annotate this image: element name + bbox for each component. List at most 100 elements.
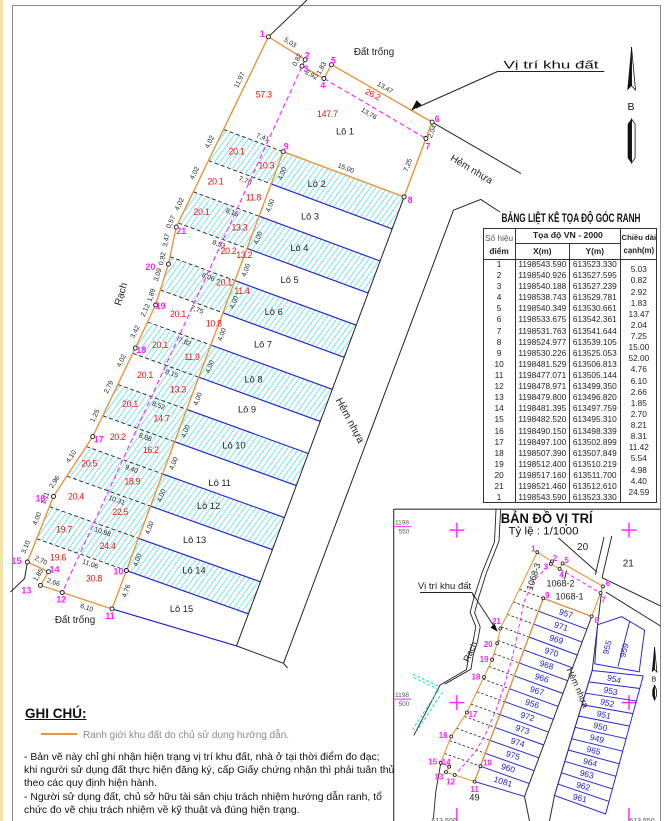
- svg-text:19.6: 19.6: [50, 553, 66, 563]
- svg-text:16: 16: [35, 493, 45, 503]
- svg-text:20.4: 20.4: [68, 492, 84, 502]
- svg-text:4,00: 4,00: [229, 295, 240, 310]
- svg-text:10.3: 10.3: [258, 160, 274, 170]
- svg-text:8: 8: [408, 195, 413, 205]
- svg-text:956: 956: [524, 697, 541, 711]
- svg-text:Lô 6: Lô 6: [265, 307, 283, 317]
- svg-text:20.1: 20.1: [170, 309, 186, 319]
- svg-text:963: 963: [579, 768, 595, 781]
- svg-text:11,06: 11,06: [81, 559, 99, 571]
- svg-text:20: 20: [484, 640, 493, 649]
- svg-text:955: 955: [600, 639, 613, 656]
- svg-text:964: 964: [582, 756, 598, 769]
- svg-text:4,00: 4,00: [156, 488, 167, 503]
- svg-text:4,00: 4,00: [253, 230, 264, 245]
- svg-text:20.1: 20.1: [208, 177, 224, 187]
- svg-text:15: 15: [428, 757, 437, 766]
- svg-text:Lô 11: Lô 11: [208, 478, 231, 488]
- svg-text:20: 20: [577, 542, 589, 553]
- svg-text:Vị trí khu đất: Vị trí khu đất: [418, 581, 472, 592]
- svg-text:Lô 12: Lô 12: [197, 501, 220, 511]
- svg-text:Lô 7: Lô 7: [254, 339, 272, 349]
- svg-text:16.2: 16.2: [143, 445, 159, 455]
- svg-text:3,09: 3,09: [153, 267, 164, 282]
- svg-text:962: 962: [575, 780, 591, 793]
- svg-text:613 550: 613 550: [629, 818, 654, 821]
- svg-text:20.1: 20.1: [194, 207, 210, 217]
- svg-text:20.5: 20.5: [81, 459, 97, 469]
- svg-text:20: 20: [145, 262, 155, 272]
- svg-text:2,66: 2,66: [46, 577, 61, 588]
- svg-text:1198: 1198: [395, 692, 409, 699]
- svg-text:B: B: [652, 677, 657, 684]
- svg-text:1068-3: 1068-3: [525, 562, 543, 592]
- svg-text:960: 960: [500, 761, 517, 775]
- svg-text:Hẻm nhựa: Hẻm nhựa: [448, 153, 495, 187]
- svg-text:21: 21: [176, 226, 186, 236]
- svg-text:147.7: 147.7: [317, 109, 338, 119]
- svg-text:Lô 1: Lô 1: [336, 127, 354, 137]
- svg-text:972: 972: [519, 710, 536, 724]
- svg-text:17: 17: [94, 435, 104, 445]
- svg-text:11.8: 11.8: [246, 193, 262, 203]
- svg-text:18.9: 18.9: [124, 476, 140, 486]
- svg-text:5: 5: [564, 556, 569, 565]
- svg-text:8,15: 8,15: [224, 207, 239, 218]
- svg-text:20.1: 20.1: [122, 399, 138, 409]
- svg-text:BẢN ĐỒ VỊ TRÍ: BẢN ĐỒ VỊ TRÍ: [501, 511, 594, 526]
- svg-text:57.3: 57.3: [256, 90, 272, 100]
- svg-text:7: 7: [601, 596, 606, 605]
- svg-text:7: 7: [425, 142, 430, 152]
- svg-text:1: 1: [260, 29, 265, 39]
- svg-text:4: 4: [320, 81, 325, 91]
- svg-text:21: 21: [492, 617, 501, 626]
- svg-text:974: 974: [510, 735, 527, 749]
- svg-text:13.2: 13.2: [236, 250, 252, 260]
- svg-text:4,00: 4,00: [265, 198, 276, 213]
- svg-text:15: 15: [11, 556, 21, 566]
- svg-text:949: 949: [589, 732, 605, 745]
- svg-text:1198: 1198: [395, 520, 409, 527]
- svg-text:Lô 4: Lô 4: [290, 243, 308, 253]
- svg-text:14.7: 14.7: [154, 414, 170, 424]
- svg-text:3: 3: [303, 64, 308, 74]
- svg-text:9: 9: [545, 591, 550, 600]
- svg-text:Lô 8: Lô 8: [244, 374, 262, 384]
- svg-text:950: 950: [592, 720, 608, 733]
- svg-text:9,40: 9,40: [124, 464, 139, 475]
- svg-text:1: 1: [531, 545, 536, 554]
- svg-text:Rạch: Rạch: [113, 281, 130, 307]
- svg-text:12: 12: [56, 595, 66, 605]
- svg-text:2: 2: [553, 554, 558, 563]
- svg-text:965: 965: [586, 744, 602, 757]
- svg-text:Lô 9: Lô 9: [238, 404, 256, 414]
- svg-text:20.1: 20.1: [137, 370, 153, 380]
- svg-text:19.7: 19.7: [56, 525, 72, 535]
- svg-text:13: 13: [434, 773, 443, 782]
- svg-text:4,00: 4,00: [217, 327, 228, 342]
- svg-text:Lô 2: Lô 2: [308, 179, 326, 189]
- svg-text:2: 2: [305, 51, 310, 61]
- svg-text:0,92: 0,92: [158, 251, 168, 266]
- svg-text:7,82: 7,82: [177, 337, 192, 348]
- svg-text:19: 19: [156, 301, 166, 311]
- svg-text:16: 16: [439, 731, 448, 740]
- svg-text:968: 968: [538, 658, 555, 672]
- svg-text:953: 953: [603, 684, 619, 697]
- svg-text:1068-1: 1068-1: [555, 592, 583, 602]
- svg-text:Lô 5: Lô 5: [281, 275, 299, 285]
- svg-text:10: 10: [113, 567, 123, 577]
- svg-text:Lô 13: Lô 13: [183, 535, 206, 545]
- svg-text:7,78: 7,78: [238, 176, 253, 187]
- svg-text:1,89: 1,89: [147, 288, 158, 303]
- svg-text:Lô 3: Lô 3: [301, 212, 319, 222]
- svg-text:17: 17: [468, 710, 477, 719]
- svg-text:959: 959: [617, 642, 630, 659]
- svg-text:12: 12: [446, 778, 455, 787]
- svg-text:4,00: 4,00: [241, 263, 252, 278]
- svg-text:969: 969: [548, 632, 565, 646]
- svg-text:8,06: 8,06: [201, 272, 216, 283]
- svg-text:13.3: 13.3: [170, 385, 186, 395]
- svg-text:14: 14: [442, 758, 451, 767]
- svg-text:4,00: 4,00: [144, 520, 155, 535]
